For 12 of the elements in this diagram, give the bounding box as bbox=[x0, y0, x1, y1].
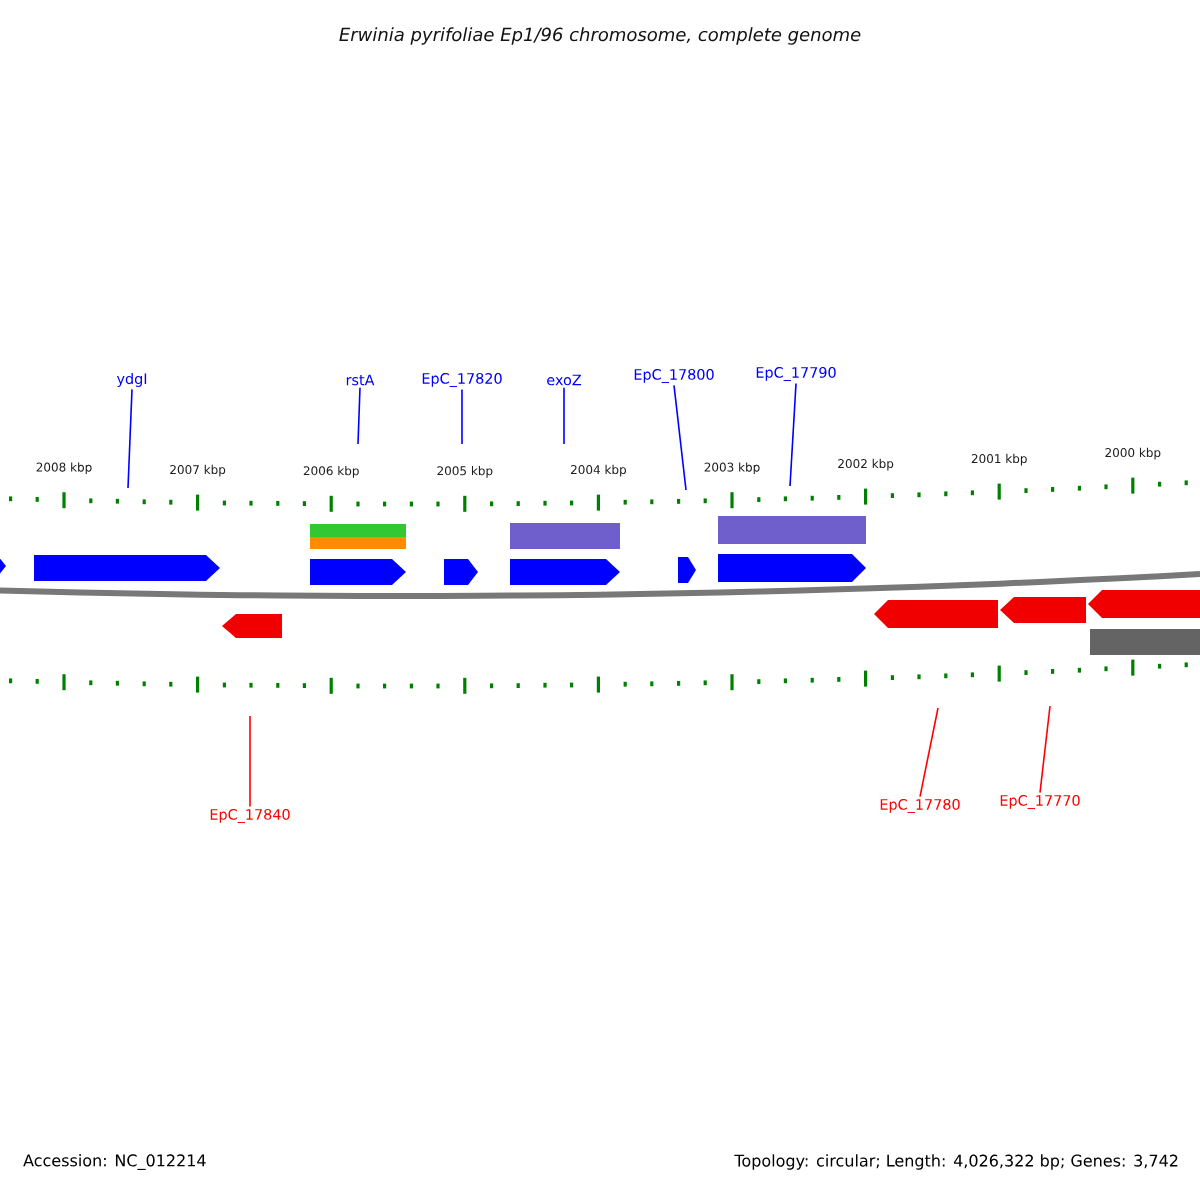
leader-line bbox=[357, 386, 361, 445]
leader-line bbox=[461, 388, 463, 445]
leader-line bbox=[127, 388, 133, 489]
leader-line bbox=[249, 715, 251, 808]
leader-line bbox=[789, 382, 797, 487]
title: Erwinia pyrifoliae Ep1/96 chromosome, complete genome bbox=[339, 27, 861, 45]
leader-line bbox=[673, 384, 687, 491]
leader-line bbox=[563, 386, 565, 445]
leader-line bbox=[1039, 705, 1051, 794]
footer-text: Topology: circular; Length: 4,026,322 bp; Genes: 3,742 bbox=[734, 1154, 1178, 1170]
footer-text: Accession: NC_012214 bbox=[23, 1154, 206, 1170]
leader-line bbox=[919, 707, 939, 798]
